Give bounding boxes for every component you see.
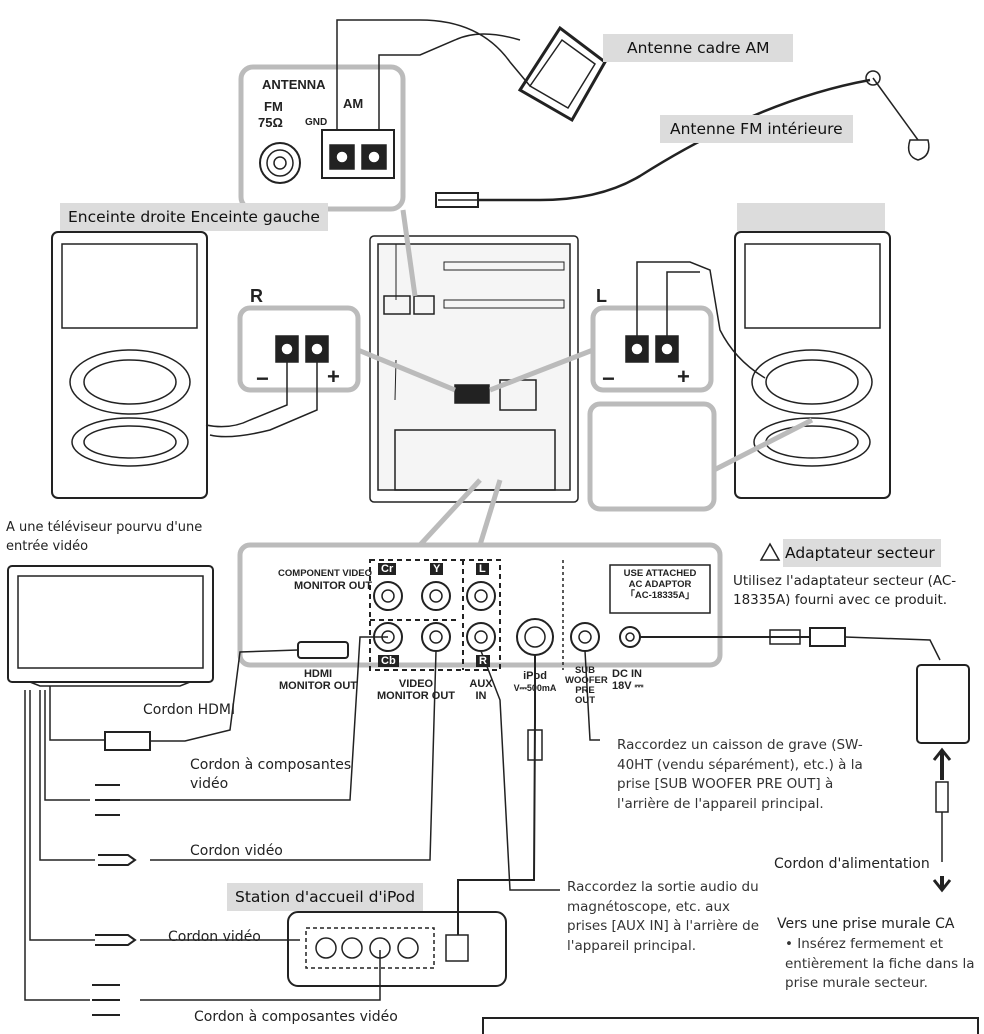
ohm-text: 75Ω: [258, 115, 283, 130]
component-video-label: COMPONENT VIDEO MONITOR OUT: [278, 568, 372, 592]
component-cord-label: Cordon à composantes vidéo: [190, 757, 352, 792]
antenna-text: ANTENNA: [262, 77, 326, 92]
right-speaker: [51, 231, 208, 499]
aux-l-label: L: [476, 563, 489, 575]
subwoofer-note: Raccordez un caisson de grave (SW-40HT (…: [617, 737, 863, 812]
hdmi-cord-label: Cordon HDMI: [143, 702, 236, 718]
left-speaker: [734, 231, 891, 499]
component-cord-2-label: Cordon à composantes vidéo: [194, 1009, 398, 1025]
aux-in-label: AUX IN: [469, 678, 493, 702]
video-cord-2-label: Cordon vidéo: [168, 929, 261, 945]
r-minus: −: [256, 366, 269, 391]
gnd-text: GND: [305, 117, 328, 128]
fm-antenna-label: Antenne FM intérieure: [660, 115, 853, 143]
aux-note: Raccordez la sortie audio du magnétoscop…: [567, 879, 760, 954]
television: [7, 565, 214, 683]
fm-text: FM: [264, 99, 283, 114]
y-label: Y: [430, 563, 444, 575]
sub-woofer-label: SUB WOOFER PRE OUT: [565, 665, 608, 706]
ipod-dock: [287, 911, 507, 987]
blank-gray-label: [737, 203, 885, 231]
am-antenna-label: Antenne cadre AM: [603, 34, 794, 62]
hdmi-label: HDMI MONITOR OUT: [278, 668, 357, 692]
l-plus: +: [677, 364, 690, 389]
aux-r-label: R: [476, 655, 490, 667]
use-attached-label: USE ATTACHED AC ADAPTOR 「AC-18335A」: [623, 568, 697, 601]
adaptor-note: Utilisez l'adaptateur secteur (AC-18335A…: [733, 573, 957, 608]
ipod-port-label: iPod V⎓500mA: [513, 670, 557, 693]
r-terminal-label: R: [250, 286, 263, 306]
tv-note: A une téléviseur pourvu d'une entrée vid…: [6, 520, 203, 554]
l-terminal-label: L: [596, 286, 607, 306]
l-minus: −: [602, 366, 615, 391]
power-cord-label: Cordon d'alimentation: [774, 856, 930, 872]
main-unit: [369, 235, 579, 503]
cr-label: Cr: [378, 563, 397, 575]
r-plus: +: [327, 364, 340, 389]
am-text: AM: [343, 96, 364, 111]
dc-in-label: DC IN 18V ⎓: [612, 668, 644, 692]
ipod-dock-label: Station d'accueil d'iPod: [227, 883, 424, 911]
ac-adaptor-label: Adaptateur secteur: [783, 539, 941, 567]
cb-label: Cb: [378, 655, 399, 667]
speakers-label: Enceinte droite Enceinte gauche: [60, 203, 328, 231]
wall-outlet-label: Vers une prise murale CA: [777, 916, 955, 932]
video-cord-label: Cordon vidéo: [190, 843, 283, 859]
video-monitor-label: VIDEO MONITOR OUT: [376, 678, 455, 702]
wall-outlet-bullet: • Insérez fermement et entièrement la fi…: [785, 936, 975, 991]
